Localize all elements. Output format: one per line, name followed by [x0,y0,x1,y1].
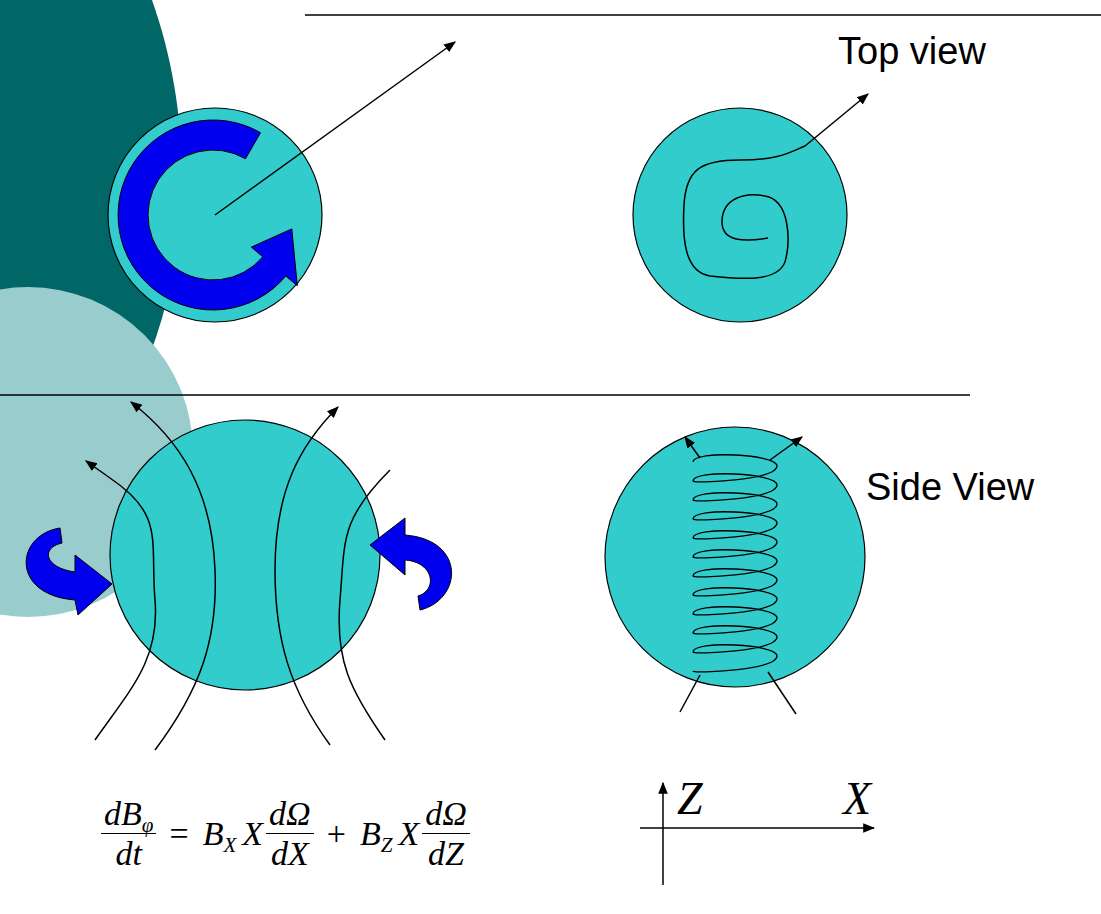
field-line [86,461,156,740]
symbol: dt [116,835,142,872]
axis-label: X [843,773,871,824]
label-box: Z [677,776,703,822]
numerator: dΩ [266,794,314,834]
field-line [770,437,802,460]
symbol-group: BX [203,815,237,853]
symbol: X [242,815,263,853]
symbol: dX [271,835,309,872]
subscript: X [223,833,236,857]
field-line [805,94,868,146]
label-box: X [843,776,871,822]
rule-line [305,14,1101,16]
spiral-field [683,146,805,278]
denominator: dZ [422,834,470,873]
field-line [131,402,215,750]
star-disc [605,427,865,687]
symbol: dB [104,795,142,832]
rotation-arrow [118,120,297,310]
fraction: dΩdX [266,794,314,873]
view-title: Side View [866,466,1034,508]
denominator: dt [101,834,156,873]
operator: = [169,815,188,853]
view-title: Top view [838,30,986,72]
symbol: X [398,815,419,853]
symbol-group: BZ [360,815,393,853]
label-box: Side View [866,466,1034,510]
symbol: dΩ [269,795,311,832]
field-line [680,675,700,712]
symbol: B [360,815,381,852]
rotation-arrow [26,528,112,615]
field-line [275,407,338,745]
label-box: Top view [838,30,986,74]
helical-field [693,455,777,672]
subscript: φ [142,813,154,837]
star-disc [633,108,847,322]
rule-line [0,394,970,396]
field-line [768,672,796,714]
denominator: dX [266,834,314,873]
operator: + [327,815,346,853]
numerator: dBφ [101,794,156,834]
axis-line [662,783,664,885]
field-line [215,42,455,215]
equation: dBφdt=BXXdΩdX+BZXdΩdZ [98,794,473,873]
numerator: dΩ [422,794,470,834]
axis-label: Z [677,773,703,824]
symbol: dZ [428,835,464,872]
symbol: B [203,815,224,852]
field-line [685,437,700,458]
field-line [339,470,390,740]
fraction: dΩdZ [422,794,470,873]
subscript: Z [381,833,393,857]
symbol: dΩ [425,795,467,832]
axis-line [640,827,874,829]
rotation-arrow [370,518,452,610]
fraction: dBφdt [101,794,156,873]
